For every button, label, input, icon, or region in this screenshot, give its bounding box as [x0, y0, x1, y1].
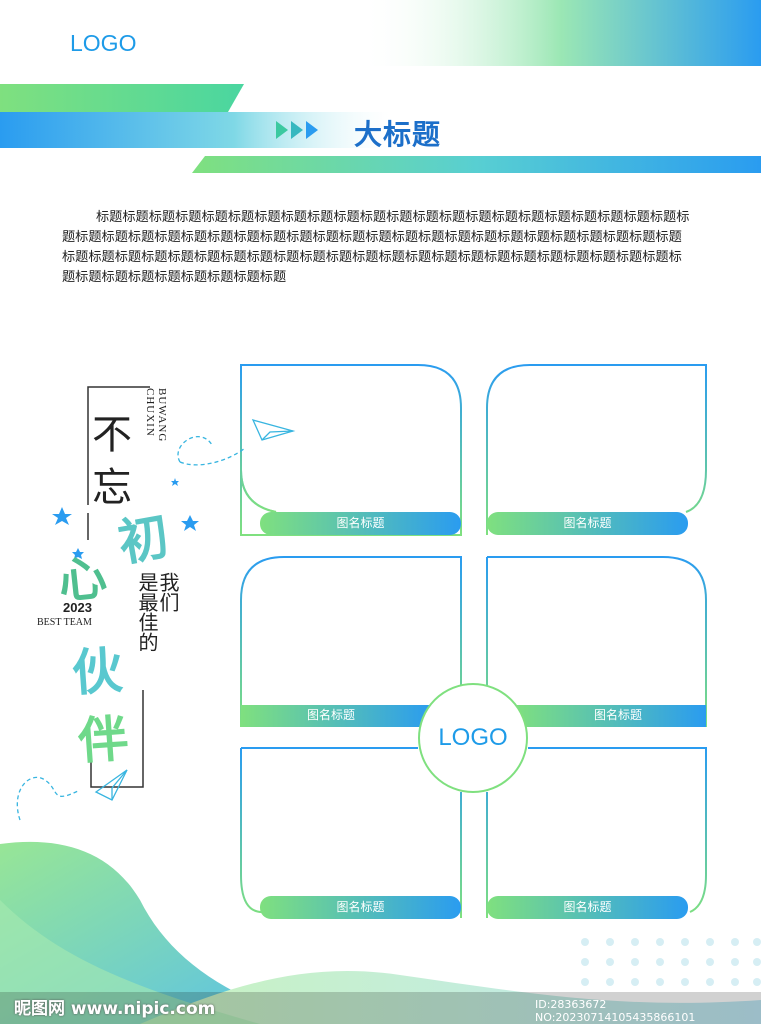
slogan-pinyin-2: CHUXIN [144, 388, 156, 437]
slogan-char-wang: 忘 [92, 465, 132, 511]
watermark-left: 昵图网 www.nipic.com [14, 999, 216, 1019]
slogan-team: BEST TEAM [37, 617, 92, 628]
slogan-col-b: 是最佳的 [135, 572, 159, 652]
slogan-col-a: 我们 [156, 572, 180, 612]
slogan-char-bu: 不 [92, 412, 132, 458]
slogan-pinyin-1: BUWANG [156, 388, 168, 443]
center-logo: LOGO [418, 683, 528, 793]
frame-caption-5: 图名标题 [336, 900, 385, 914]
header-logo: LOGO [70, 30, 137, 56]
body-paragraph: 标题标题标题标题标题标题标题标题标题标题标题标题标题标题标题标题标题标题标题标题… [62, 210, 690, 285]
frame-caption-6: 图名标题 [563, 900, 612, 914]
slogan-year: 2023 [63, 600, 92, 615]
slogan-art-huo: 伙 [70, 640, 125, 703]
frame-caption-3: 图名标题 [306, 708, 355, 722]
frame-caption-2: 图名标题 [563, 516, 612, 530]
watermark-right: ID:28363672 NO:20230714105435866101 [535, 998, 696, 1024]
frame-caption-4: 图名标题 [593, 708, 642, 722]
page-title: 大标题 [354, 118, 442, 151]
slogan-art-ban: 伴 [76, 708, 131, 771]
frame-caption-1: 图名标题 [336, 516, 385, 530]
